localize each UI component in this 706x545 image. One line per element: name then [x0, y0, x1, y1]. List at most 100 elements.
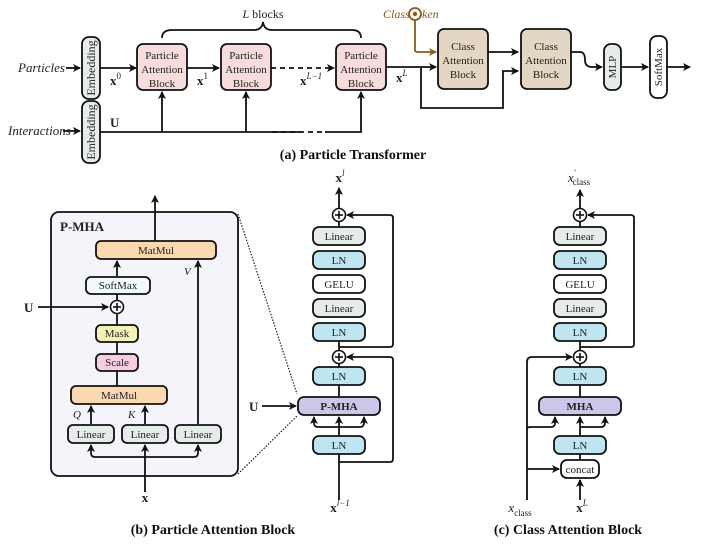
class-attention-block-1: Class Attention Block [437, 28, 489, 90]
q-label: Q [73, 409, 81, 421]
cab-xclass-label: xclass [507, 500, 532, 518]
particles-input-label: Particles [17, 60, 65, 75]
cab-fan-right [580, 416, 609, 428]
zoom-line-top [237, 213, 298, 395]
linear-q: Linear [67, 424, 115, 444]
v-label: V [184, 266, 192, 278]
cab-concat: concat [560, 459, 600, 479]
svg-text:GELU: GELU [565, 279, 594, 291]
svg-text:LN: LN [332, 440, 347, 452]
cab-add-top-icon [572, 207, 588, 223]
x-to-linear-q [87, 444, 145, 458]
svg-text:MHA: MHA [567, 401, 594, 413]
l-blocks-text: blocks [252, 7, 284, 21]
matmul-top: MatMul [95, 240, 217, 260]
svg-text:LN: LN [332, 327, 347, 339]
particle-attention-block-2: Particle Attention Block [220, 43, 272, 91]
class-token-arrow [414, 20, 437, 56]
pmha-detail-panel: P-MHA MatMul SoftMax U Mask Scale [24, 195, 298, 505]
u-to-block-L [325, 91, 365, 133]
x0-label: x0 [110, 71, 122, 88]
svg-text:P-MHA: P-MHA [320, 401, 357, 413]
pmha-scale: Scale [95, 353, 139, 372]
class-attention-block-stack: x′class Linear LN GELU Linear LN [494, 168, 642, 538]
pmha-add-icon [109, 299, 125, 315]
particle-embedding-label: Embedding [84, 40, 98, 95]
svg-text:Attention: Attention [525, 55, 567, 67]
particle-embedding: Embedding [81, 36, 101, 100]
cab-linear-1: Linear [553, 298, 607, 318]
pab-add-mid-icon [331, 349, 347, 365]
svg-text:Particle: Particle [229, 50, 263, 62]
panel-a-particle-transformer: Particles Interactions Embedding Embeddi… [7, 7, 691, 164]
svg-text:Particle: Particle [145, 50, 179, 62]
cab-gelu: GELU [553, 274, 607, 294]
svg-text:Linear: Linear [184, 429, 213, 441]
cab-ln-3: LN [553, 250, 607, 270]
x1-label: x1 [197, 71, 208, 88]
xL-label: xL [396, 68, 408, 85]
pmha-x-label: x [142, 490, 149, 505]
pab-ln-2: LN [312, 322, 366, 342]
pmha-u-label: U [24, 300, 34, 315]
cab-mha: MHA [538, 396, 622, 416]
particle-attention-block-1: Particle Attention Block [136, 43, 188, 91]
cab-linear-2: Linear [553, 226, 607, 246]
caption-b: (b) Particle Attention Block [131, 523, 296, 538]
cab-ln-2: LN [553, 322, 607, 342]
pab-residual-top [339, 211, 394, 348]
svg-text:MatMul: MatMul [138, 245, 174, 257]
svg-text:Block: Block [233, 78, 260, 90]
cab-xclass-to-mha [526, 416, 559, 430]
cab-add-mid-icon [572, 349, 588, 365]
caption-a: (a) Particle Transformer [280, 148, 426, 163]
xl1-label: xL−1 [300, 71, 322, 88]
particle-attention-block-L: Particle Attention Block [335, 43, 387, 91]
svg-text:MatMul: MatMul [101, 390, 137, 402]
svg-text:Class: Class [534, 41, 558, 53]
caption-c: (c) Class Attention Block [494, 523, 642, 538]
pab-add-top-icon [331, 207, 347, 223]
svg-text:concat: concat [566, 464, 595, 476]
svg-text:LN: LN [573, 255, 588, 267]
svg-text:Linear: Linear [566, 303, 595, 315]
svg-text:Attention: Attention [442, 55, 484, 67]
cab-xL-label: xL [576, 498, 588, 515]
svg-text:Class: Class [451, 41, 475, 53]
svg-text:Attention: Attention [225, 64, 267, 76]
cab-ln-post-mha: LN [553, 366, 607, 386]
pab-linear-2: Linear [312, 226, 366, 246]
svg-text:LN: LN [573, 440, 588, 452]
pab-output-label: xl [335, 168, 345, 185]
pab-ln-pre-mha: LN [312, 435, 366, 455]
mlp-block: MLP [603, 43, 622, 91]
pab-residual-bottom [339, 353, 394, 463]
svg-text:GELU: GELU [324, 279, 353, 291]
svg-text:Attention: Attention [340, 64, 382, 76]
matmul-bottom: MatMul [70, 385, 168, 405]
svg-text:Scale: Scale [105, 357, 129, 369]
cab-ln-pre-mha: LN [553, 435, 607, 455]
class2-to-mlp [571, 51, 603, 71]
svg-text:Linear: Linear [77, 429, 106, 441]
interaction-embedding-label: Embedding [84, 104, 98, 159]
pab-fan-right [339, 416, 368, 428]
svg-text:Mask: Mask [105, 328, 130, 340]
pab-gelu: GELU [312, 274, 366, 294]
softmax-block: SoftMax [649, 35, 668, 99]
linear-v: Linear [174, 424, 222, 444]
x-to-linear-v [145, 444, 202, 458]
svg-text:Linear: Linear [566, 231, 595, 243]
pab-u-label: U [249, 399, 259, 414]
interactions-input-label: Interactions [7, 123, 71, 138]
svg-text:Linear: Linear [131, 429, 160, 441]
svg-text:Linear: Linear [325, 303, 354, 315]
k-label: K [127, 409, 136, 421]
pmha-softmax: SoftMax [85, 276, 151, 295]
pab-linear-1: Linear [312, 298, 366, 318]
pmha-title: P-MHA [60, 219, 105, 234]
svg-text:Block: Block [149, 78, 176, 90]
linear-k: Linear [121, 424, 169, 444]
pab-pmha: P-MHA [297, 396, 381, 416]
